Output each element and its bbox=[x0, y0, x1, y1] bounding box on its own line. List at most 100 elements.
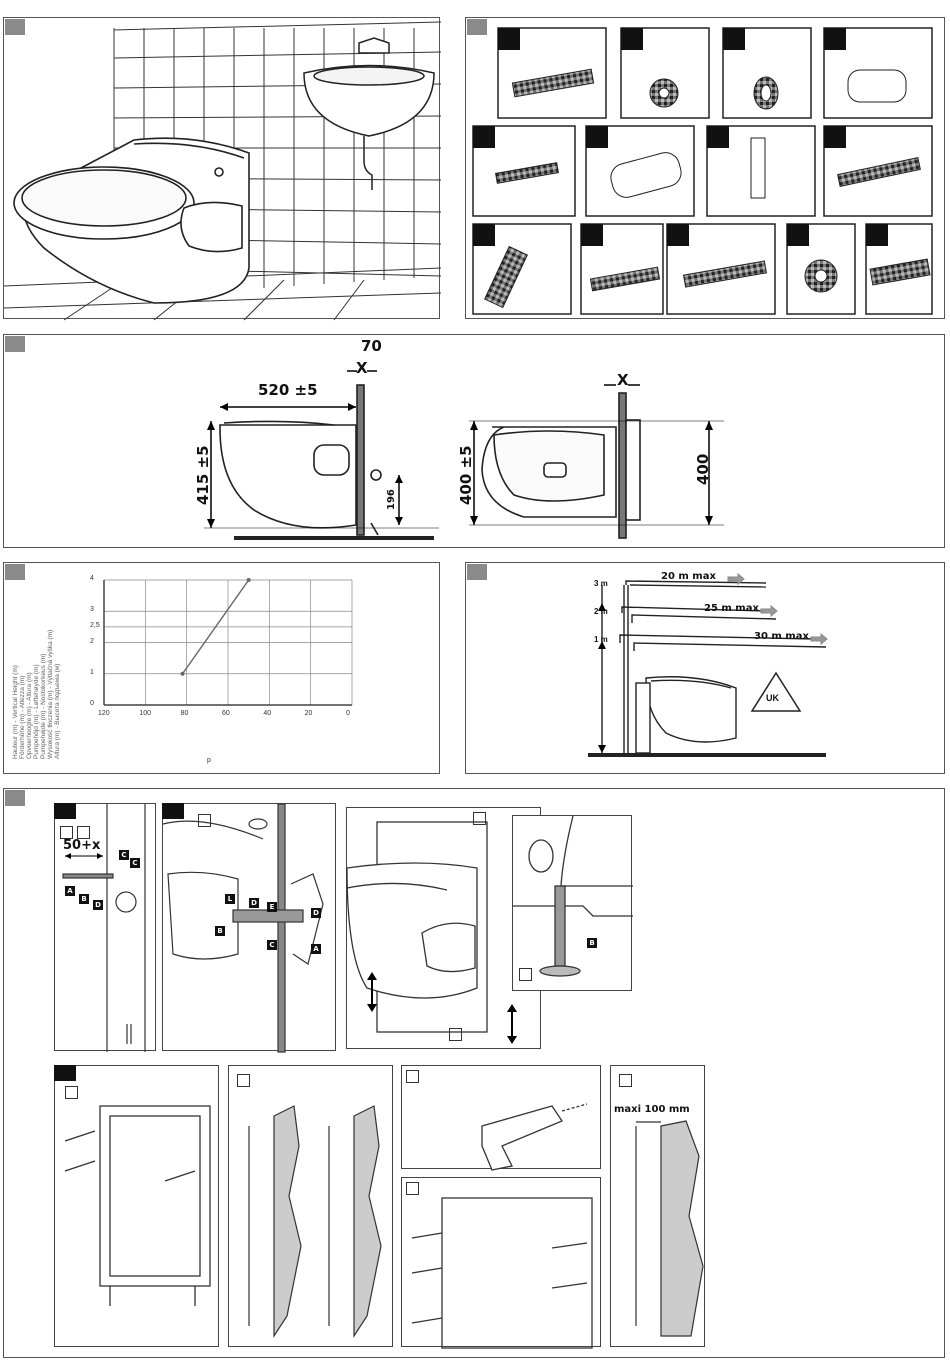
checkbox bbox=[237, 1074, 250, 1087]
checkbox bbox=[406, 1070, 419, 1083]
dim-spacing: 50+x bbox=[63, 838, 101, 853]
panel-overview bbox=[3, 17, 442, 321]
foot-drawing bbox=[513, 815, 633, 977]
panel-parts-list bbox=[465, 17, 945, 319]
piping-drawing bbox=[588, 572, 828, 757]
y-tick-label: 1 bbox=[90, 668, 94, 676]
panel-dimensions: 70 X 520 ±5 415 ±5 196 X 400 ±5 400 bbox=[3, 334, 945, 548]
height-2m: 2 m bbox=[594, 607, 608, 616]
checkbox bbox=[519, 968, 532, 981]
distance-30m: 30 m max bbox=[754, 631, 809, 642]
frame-drawing bbox=[62, 804, 146, 1052]
checkbox bbox=[60, 826, 73, 839]
panel-number-tag bbox=[5, 790, 25, 806]
frame-assembly-drawing bbox=[64, 1105, 211, 1306]
x-tick-label: 120 bbox=[98, 710, 110, 717]
dim-height-right: 400 bbox=[694, 453, 712, 485]
x-tick-label: 80 bbox=[180, 710, 189, 717]
panel-installation: 50+x C C A B D L D E B A C D bbox=[3, 788, 945, 1358]
checkbox bbox=[406, 1182, 419, 1195]
callout-b: B bbox=[215, 926, 225, 936]
gap-drawing bbox=[635, 1120, 704, 1337]
chart-point bbox=[246, 578, 251, 582]
anchor-drawing bbox=[411, 1197, 593, 1349]
panel-number-tag bbox=[5, 336, 25, 352]
dim-outlet-height: 196 bbox=[386, 489, 397, 510]
callout-l: L bbox=[225, 894, 235, 904]
chart-grid bbox=[103, 579, 353, 706]
step-wall-section bbox=[228, 1065, 393, 1347]
callout-d2: D bbox=[311, 908, 321, 918]
y-tick-label: 0 bbox=[90, 700, 94, 707]
x-tick-label: 100 bbox=[139, 710, 152, 717]
panel-number-tag bbox=[5, 564, 25, 580]
warning-triangle-icon bbox=[750, 671, 802, 712]
x-tick-label: 60 bbox=[222, 710, 230, 717]
distance-25m: 25 m max bbox=[704, 603, 759, 614]
checkbox bbox=[77, 826, 90, 839]
callout-c2: C bbox=[130, 858, 140, 868]
step-max-gap: maxi 100 mm bbox=[610, 1065, 705, 1347]
callout-b: B bbox=[79, 894, 89, 904]
dim-height-top-view: 400 ±5 bbox=[457, 445, 475, 505]
distance-20m: 20 m max bbox=[661, 571, 716, 582]
y-tick-label: 3 bbox=[90, 606, 94, 614]
checkbox bbox=[65, 1086, 78, 1099]
chart-footnote: p bbox=[207, 757, 211, 764]
dimension-drawing bbox=[204, 370, 724, 540]
dim-depth: 520 ±5 bbox=[258, 381, 318, 399]
step-frame-assembly bbox=[54, 1065, 219, 1347]
step-pipe-connection: L D E B A C D bbox=[162, 803, 336, 1053]
y-axis-label-line: Altura (m) - Высота подъема (м) bbox=[54, 663, 61, 759]
step-number-tag bbox=[54, 1065, 76, 1081]
callout-c: C bbox=[119, 850, 129, 860]
wall-section-drawing bbox=[248, 1105, 382, 1339]
height-3m: 3 m bbox=[594, 579, 608, 588]
checkbox bbox=[449, 1028, 462, 1041]
pipe-drawing bbox=[162, 803, 324, 1053]
callout-c: C bbox=[267, 940, 277, 950]
x-tick-label: 20 bbox=[304, 710, 313, 717]
chart-series-line bbox=[181, 579, 250, 675]
checkbox bbox=[619, 1074, 632, 1087]
dim-wall-gap: 70 bbox=[361, 337, 382, 355]
dim-gap-x-right: X bbox=[617, 371, 629, 389]
head-chart bbox=[103, 578, 353, 706]
callout-e: E bbox=[267, 902, 277, 912]
panel-number-tag bbox=[5, 19, 25, 35]
step-frame-front: 50+x C C A B D bbox=[54, 803, 156, 1052]
x-tick-label: 0 bbox=[346, 710, 350, 717]
y-tick-label: 4 bbox=[90, 575, 94, 582]
dim-gap-x-left: X bbox=[356, 359, 368, 377]
step-number-tag bbox=[162, 803, 184, 819]
step-mount-toilet bbox=[346, 807, 541, 1049]
panel-piping: 3 m 2 m 1 m 20 m max 25 m max 30 m max U… bbox=[465, 562, 945, 774]
height-1m: 1 m bbox=[594, 635, 608, 644]
callout-a: A bbox=[65, 886, 75, 896]
callout-a: A bbox=[311, 944, 321, 954]
x-tick-label: 40 bbox=[263, 710, 272, 717]
dim-max-gap: maxi 100 mm bbox=[614, 1104, 690, 1115]
chart-points bbox=[180, 578, 251, 676]
wall-tiles bbox=[3, 21, 442, 321]
callout-d: D bbox=[93, 900, 103, 910]
dim-height-left: 415 ±5 bbox=[194, 445, 212, 505]
step-drilling bbox=[401, 1065, 601, 1171]
parts-grid bbox=[472, 27, 933, 315]
chart-point bbox=[180, 671, 185, 676]
toilet-frame-drawing bbox=[346, 821, 517, 1044]
callout-b: B bbox=[587, 938, 597, 948]
panel-number-tag bbox=[467, 19, 487, 35]
callout-d: D bbox=[249, 898, 259, 908]
chart-axes bbox=[103, 580, 352, 706]
step-adjust-foot: B bbox=[512, 815, 633, 991]
warning-label: UK bbox=[766, 693, 779, 703]
step-number-tag bbox=[54, 803, 76, 819]
y-tick-label: 2 bbox=[90, 637, 94, 645]
panel-number-tag bbox=[467, 564, 487, 580]
drill-drawing bbox=[481, 1103, 588, 1171]
y-tick-label: 2,5 bbox=[90, 621, 100, 629]
checkbox bbox=[198, 814, 211, 827]
step-anchor-bolts bbox=[401, 1177, 601, 1349]
